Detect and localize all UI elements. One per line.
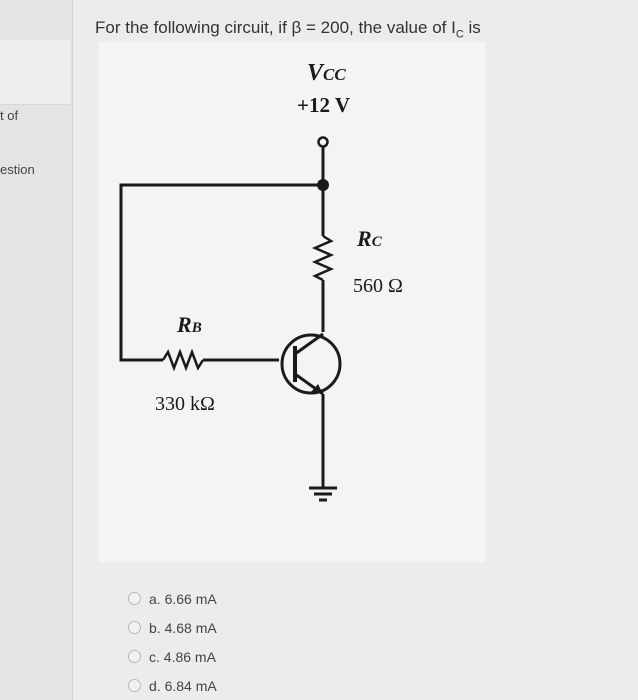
question-main: For the following circuit, if β = 200, t… bbox=[95, 18, 456, 37]
sidebar-card[interactable] bbox=[0, 40, 70, 105]
rc-label: RC bbox=[356, 226, 383, 251]
question-sub: C bbox=[455, 28, 464, 41]
rc-resistor bbox=[311, 234, 335, 282]
question-text: For the following circuit, if β = 200, t… bbox=[95, 18, 481, 40]
rb-resistor bbox=[161, 348, 205, 372]
circuit-diagram: VCC +12 V RC 560 Ω RB 330 kΩ bbox=[99, 42, 485, 562]
rc-value: 560 Ω bbox=[353, 275, 403, 297]
option-d[interactable]: d. 6.84 mA bbox=[128, 671, 217, 700]
vcc-label-main: V bbox=[307, 60, 325, 86]
option-c[interactable]: c. 4.86 mA bbox=[128, 642, 217, 671]
radio-button[interactable] bbox=[128, 592, 141, 605]
emitter-arrow bbox=[311, 384, 323, 394]
rc-label-main: R bbox=[356, 226, 372, 251]
sidebar: t of estion bbox=[0, 0, 73, 700]
supply-terminal bbox=[317, 136, 329, 148]
option-b[interactable]: b. 4.68 mA bbox=[128, 613, 217, 642]
rb-label-main: R bbox=[176, 312, 192, 337]
circuit-svg: VCC +12 V RC 560 Ω RB 330 kΩ bbox=[119, 60, 403, 502]
sidebar-label-1: t of bbox=[0, 108, 19, 123]
answer-options: a. 6.66 mA b. 4.68 mA c. 4.86 mA d. 6.84… bbox=[128, 584, 217, 700]
rb-feedback-wire bbox=[119, 183, 323, 362]
option-label: c. 4.86 mA bbox=[149, 648, 216, 665]
rb-label-sub: B bbox=[191, 320, 202, 336]
option-a[interactable]: a. 6.66 mA bbox=[128, 584, 217, 613]
radio-button[interactable] bbox=[128, 621, 141, 634]
vcc-value: +12 V bbox=[297, 93, 350, 117]
transistor-circle bbox=[280, 333, 342, 395]
vcc-label: VCC bbox=[307, 60, 346, 86]
rc-label-sub: C bbox=[372, 234, 383, 250]
transistor-collector bbox=[294, 332, 324, 356]
option-label: a. 6.66 mA bbox=[149, 590, 217, 607]
rb-label: RB bbox=[176, 312, 202, 337]
option-label: d. 6.84 mA bbox=[149, 677, 217, 694]
radio-button[interactable] bbox=[128, 650, 141, 663]
vcc-label-sub: CC bbox=[323, 65, 346, 84]
radio-button[interactable] bbox=[128, 679, 141, 692]
sidebar-label-2: estion bbox=[0, 162, 35, 177]
rb-value: 330 kΩ bbox=[155, 393, 215, 415]
question-area: For the following circuit, if β = 200, t… bbox=[73, 0, 638, 700]
option-label: b. 4.68 mA bbox=[149, 619, 217, 636]
question-suffix: is bbox=[463, 18, 481, 37]
